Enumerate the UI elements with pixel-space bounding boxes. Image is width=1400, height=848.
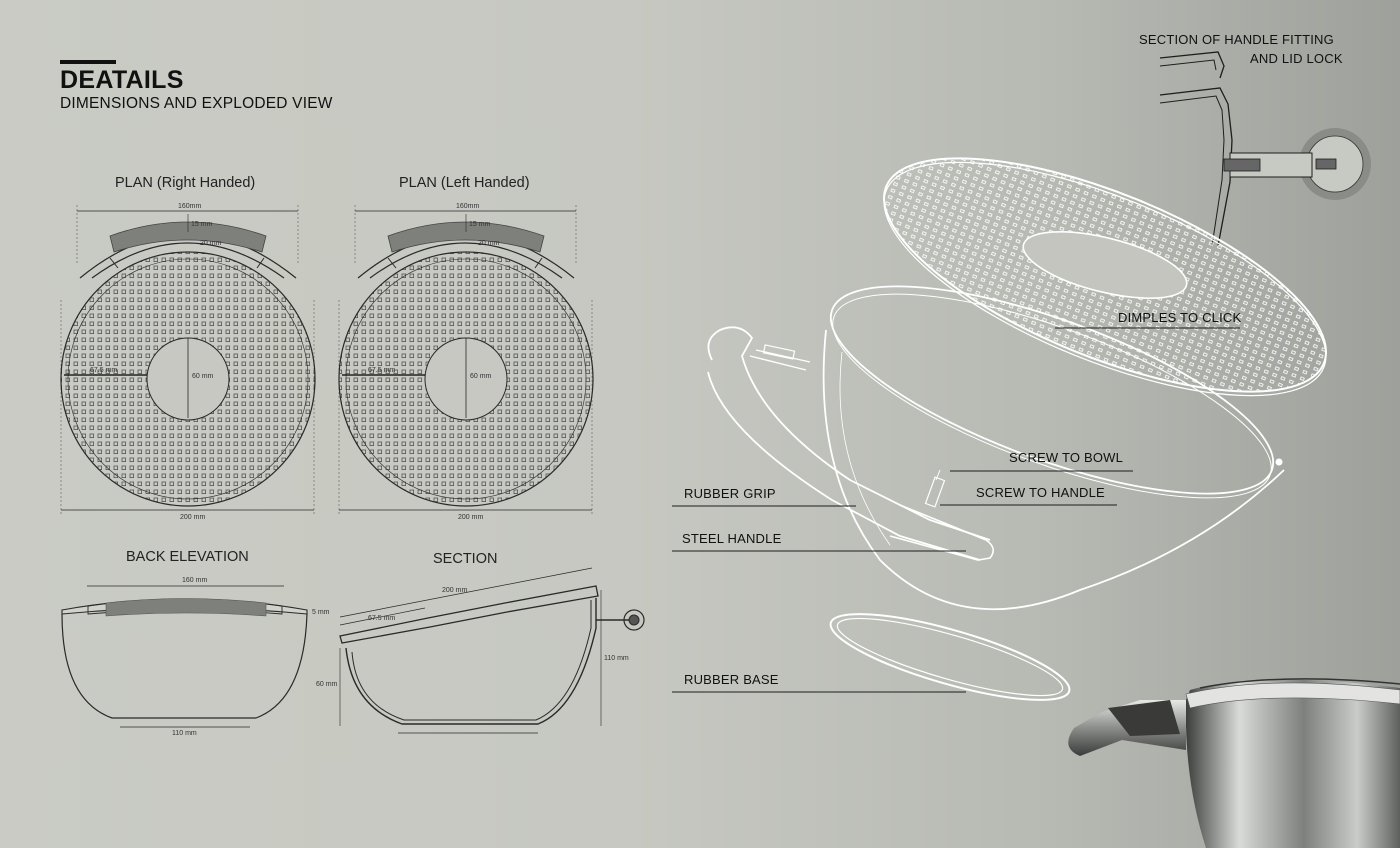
plan-right-label: PLAN (Right Handed) — [115, 175, 256, 191]
callout-dimples: DIMPLES TO CLICK — [1118, 310, 1242, 325]
elevation-dim-160: 160 mm — [182, 577, 207, 584]
page-title: DEATAILS — [60, 66, 184, 94]
plan-right-dim-60: 60 mm — [192, 373, 214, 380]
section-drawing — [339, 567, 645, 734]
callout-steel-handle: STEEL HANDLE — [682, 531, 782, 546]
section-dim-60: 60 mm — [316, 681, 338, 688]
plan-right-drawing — [60, 205, 316, 514]
back-elevation-drawing — [61, 585, 308, 728]
section-dim-110: 110 mm — [604, 655, 629, 662]
elevation-dim-110: 110 mm — [172, 730, 197, 737]
callout-handle-fitting-line2: AND LID LOCK — [1250, 51, 1343, 66]
plan-left-label: PLAN (Left Handed) — [399, 175, 530, 191]
plan-left-dim-160: 160mm — [456, 203, 480, 210]
plan-left-dim-60: 60 mm — [470, 373, 492, 380]
plan-left-dim-20: 20 mm — [478, 240, 500, 247]
callout-screw-handle: SCREW TO HANDLE — [976, 485, 1105, 500]
plan-left-drawing — [338, 205, 594, 514]
plan-left-dim-200: 200 mm — [458, 514, 483, 521]
title-accent-bar — [60, 60, 116, 64]
plan-right-dim-160: 160mm — [178, 203, 202, 210]
plan-right-dim-20: 20 mm — [200, 240, 222, 247]
callout-handle-fitting-line1: SECTION OF HANDLE FITTING — [1139, 32, 1334, 47]
section-dim-200: 200 mm — [442, 587, 467, 594]
callout-screw-bowl: SCREW TO BOWL — [1009, 450, 1124, 465]
callout-rubber-grip: RUBBER GRIP — [684, 486, 776, 501]
rendered-pot — [1068, 678, 1400, 848]
exploded-view — [672, 157, 1327, 701]
plan-left-dim-675: 67.5 mm — [368, 367, 395, 374]
elevation-dim-5: 5 mm — [312, 609, 330, 616]
plan-right-dim-675: 67.5 mm — [90, 367, 117, 374]
plan-right-dim-200: 200 mm — [180, 514, 205, 521]
back-elevation-label: BACK ELEVATION — [126, 549, 249, 565]
plan-right-dim-15: 15 mm — [191, 221, 213, 228]
plan-left-dim-15: 15 mm — [469, 221, 491, 228]
callout-rubber-base: RUBBER BASE — [684, 672, 779, 687]
section-label: SECTION — [433, 551, 498, 567]
section-dim-675: 67.5 mm — [368, 615, 395, 622]
page-subtitle: DIMENSIONS AND EXPLODED VIEW — [60, 95, 333, 112]
handle-fitting-detail — [1159, 51, 1371, 247]
